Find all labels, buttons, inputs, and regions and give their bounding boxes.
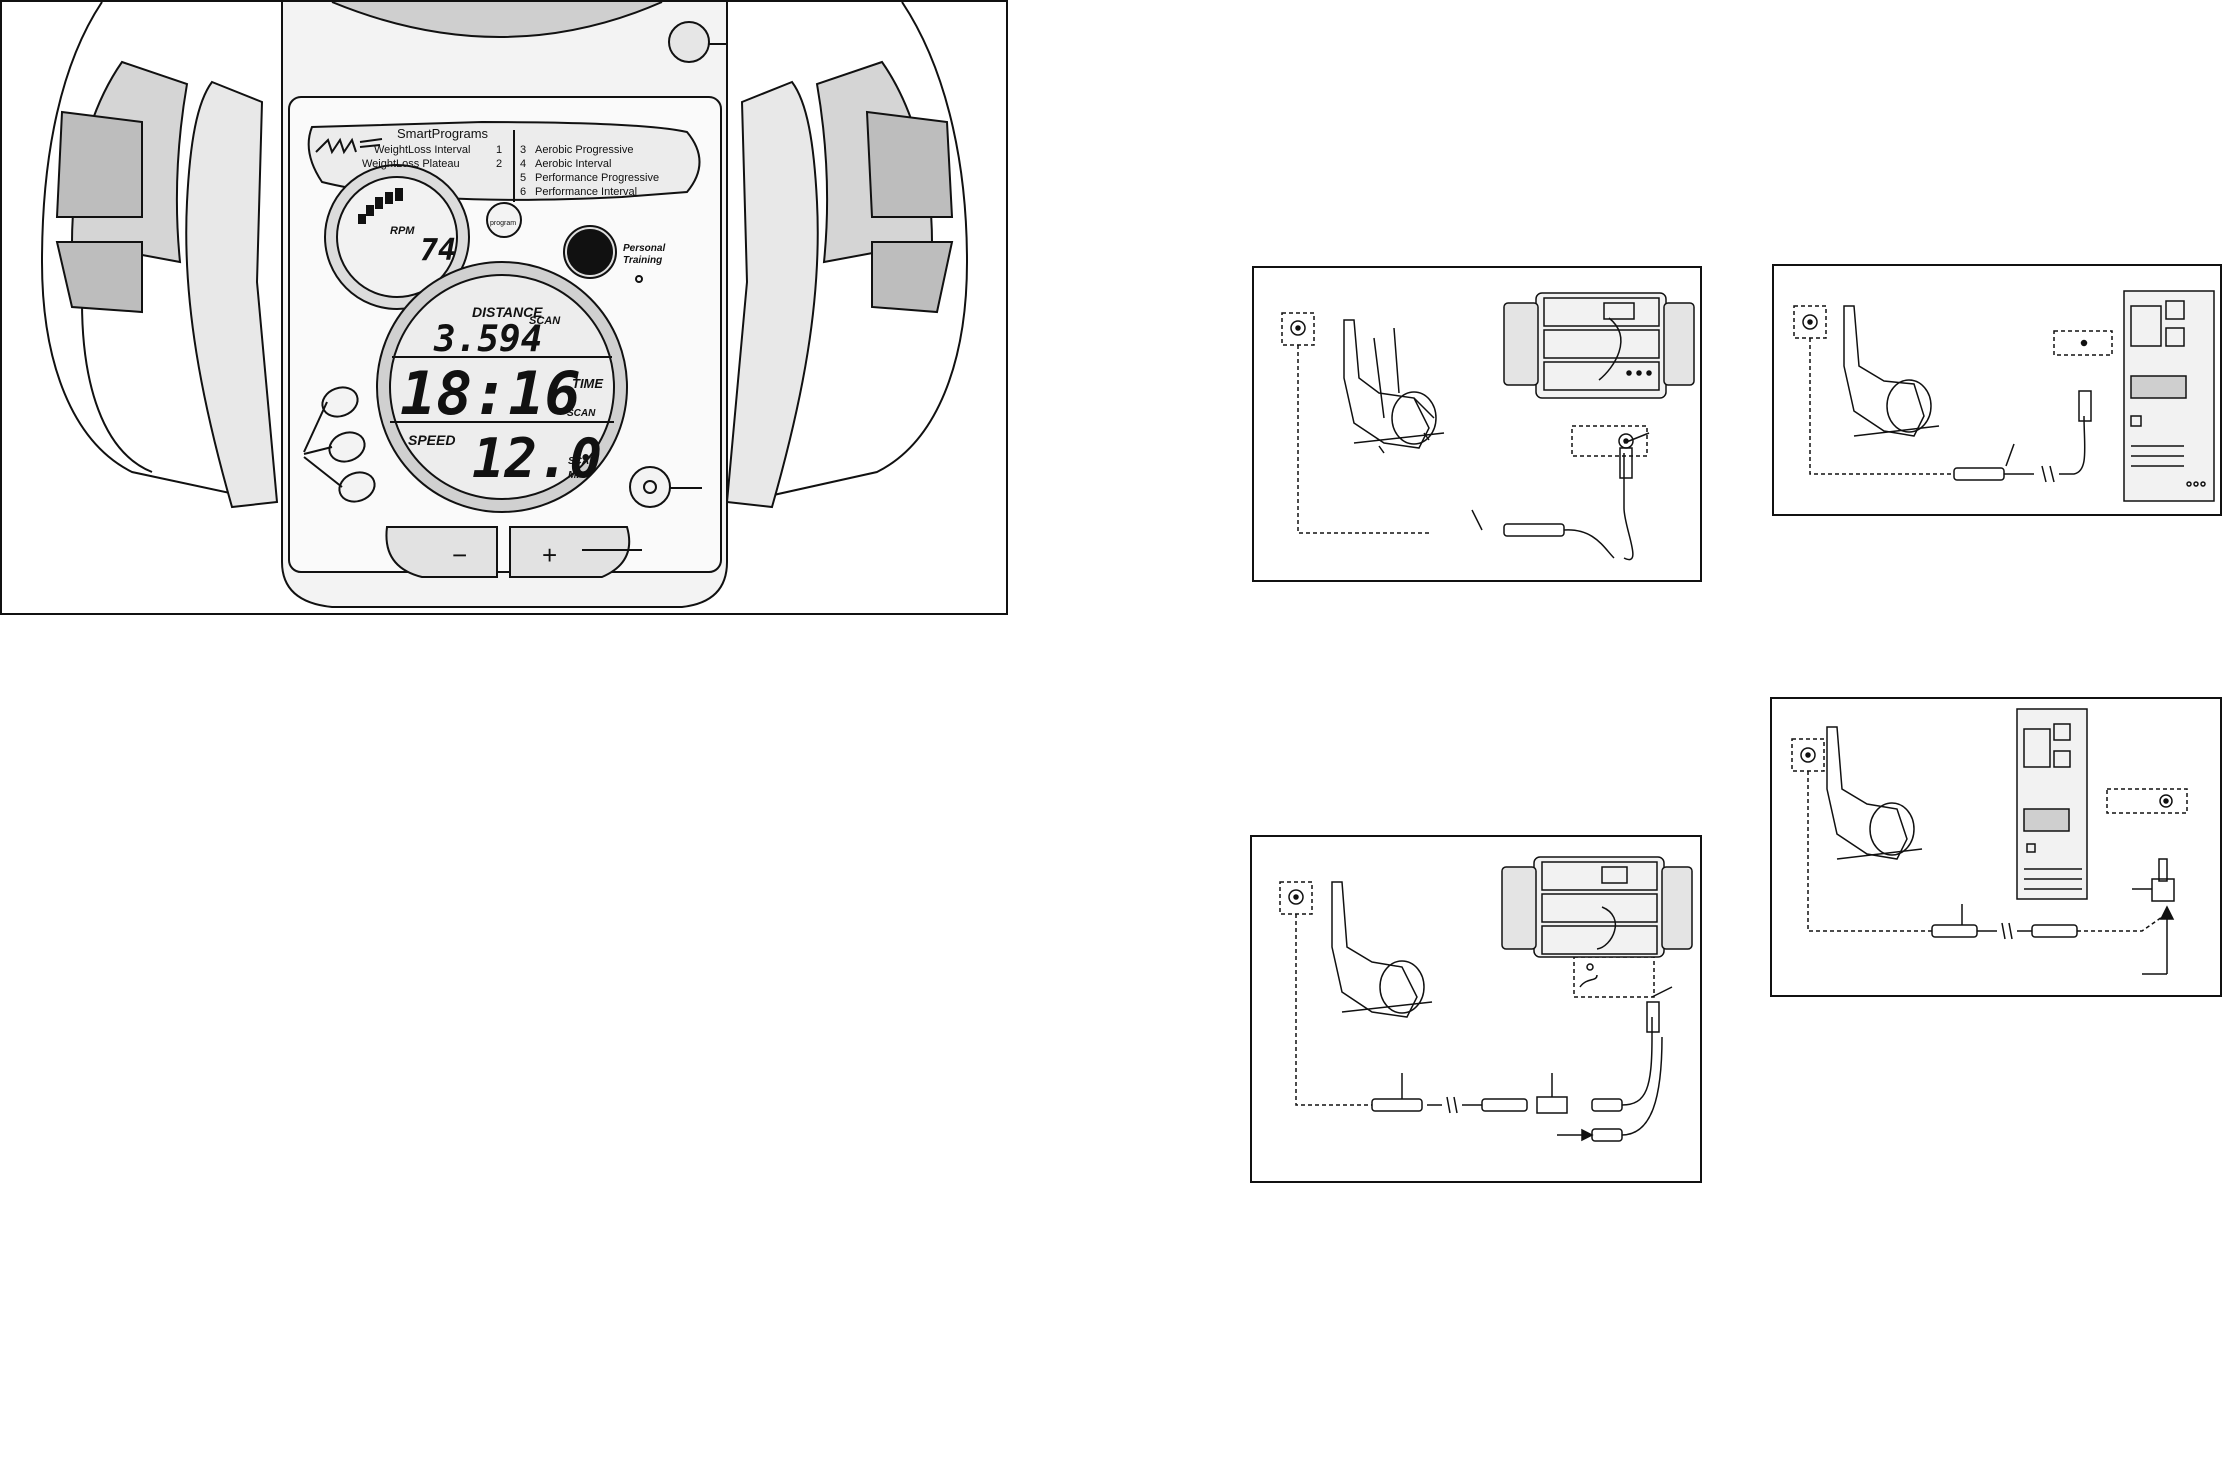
time-label: TIME bbox=[572, 376, 603, 391]
diagram-computer-adapter-connection bbox=[1770, 697, 2222, 997]
console-drawing: SmartPrograms WeightLoss Interval 1 Weig… bbox=[40, 2, 969, 608]
program-list-left: WeightLoss Interval 1 WeightLoss Plateau… bbox=[362, 144, 502, 170]
speed-value: 12.0 bbox=[472, 427, 602, 490]
diagram-stereo-splitter-connection bbox=[1250, 835, 1702, 1183]
program-3-name: Aerobic Progressive bbox=[535, 144, 633, 156]
console-illustration: SmartPrograms WeightLoss Interval 1 Weig… bbox=[0, 0, 1008, 615]
computer-jack-box bbox=[2106, 788, 2188, 814]
rpm-value: 74 bbox=[420, 233, 456, 268]
adapter-icon bbox=[2151, 878, 2175, 902]
program-2-num: 2 bbox=[496, 158, 502, 170]
program-6-num: 6 bbox=[520, 186, 526, 198]
distance-scan: SCAN bbox=[529, 315, 561, 327]
program-5-num: 5 bbox=[520, 172, 526, 184]
program-button-label[interactable]: program bbox=[490, 220, 516, 227]
plus-button-label[interactable]: + bbox=[542, 540, 557, 570]
program-list-right: 3 Aerobic Progressive 4 Aerobic Interval… bbox=[520, 144, 659, 198]
smart-programs-title: SmartPrograms bbox=[397, 126, 489, 141]
elliptical-icon bbox=[1343, 319, 1430, 449]
elliptical-icon bbox=[1843, 305, 1925, 437]
computer-tower-icon bbox=[2016, 708, 2088, 900]
personal-training-line2: Training bbox=[623, 255, 662, 266]
diagram-computer-adapter-drawing bbox=[1791, 708, 2188, 975]
program-1-name: WeightLoss Interval bbox=[374, 144, 470, 156]
program-6-name: Performance Interval bbox=[535, 186, 637, 198]
speed-label: SPEED bbox=[408, 432, 455, 448]
stereo-jack-box bbox=[1571, 425, 1648, 457]
stereo-icon bbox=[1533, 856, 1665, 958]
program-4-num: 4 bbox=[520, 158, 526, 170]
adapter-plug bbox=[1619, 447, 1633, 479]
personal-training-line1: Personal bbox=[623, 243, 665, 254]
diagram-computer-drawing bbox=[1793, 290, 2215, 502]
minus-button-label[interactable]: − bbox=[452, 540, 467, 570]
program-2-name: WeightLoss Plateau bbox=[362, 158, 460, 170]
stereo-jack-box bbox=[1573, 956, 1655, 998]
smart-programs-logo bbox=[315, 137, 383, 155]
elliptical-icon bbox=[1826, 726, 1908, 860]
speed-scan: SCAN bbox=[568, 456, 597, 467]
distance-value: 3.594 bbox=[433, 319, 542, 360]
program-5-name: Performance Progressive bbox=[535, 172, 659, 184]
rpm-label: RPM bbox=[390, 225, 415, 237]
diagram-stereo-drawing bbox=[1281, 292, 1695, 561]
program-1-num: 1 bbox=[496, 144, 502, 156]
computer-jack-box bbox=[2053, 330, 2113, 356]
time-scan: SCAN bbox=[567, 408, 596, 419]
diagram-stereo-connection bbox=[1252, 266, 1702, 582]
elliptical-icon bbox=[1331, 881, 1418, 1018]
time-value: 18:16 bbox=[400, 359, 581, 429]
diagram-computer-connection bbox=[1772, 264, 2222, 516]
stereo-icon bbox=[1535, 292, 1667, 399]
diagram-stereo-splitter-drawing bbox=[1279, 856, 1693, 1142]
distance-label: DISTANCE bbox=[472, 304, 543, 320]
program-4-name: Aerobic Interval bbox=[535, 158, 611, 170]
speed-unit: MPH bbox=[568, 470, 591, 481]
coupler-icon bbox=[1536, 1096, 1568, 1114]
program-3-num: 3 bbox=[520, 144, 526, 156]
